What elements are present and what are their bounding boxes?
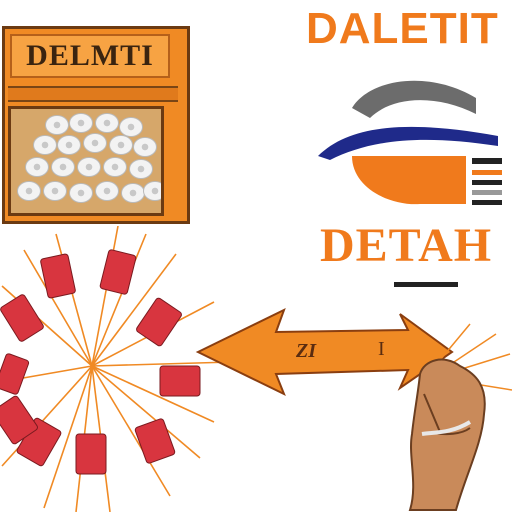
card-icon <box>40 253 76 299</box>
toilet-roll-icon <box>25 157 49 177</box>
arrow-shape <box>195 308 454 397</box>
card-icon <box>75 433 107 475</box>
logo-underline <box>394 282 458 287</box>
card-icon <box>159 365 201 397</box>
toilet-roll-icon <box>83 133 107 153</box>
card-burst <box>0 226 232 512</box>
card-group <box>0 249 201 475</box>
toilet-roll-icon <box>77 157 101 177</box>
toilet-roll-icon <box>69 183 93 203</box>
logo-bar <box>472 200 502 205</box>
logo-top-text: DALETIT <box>306 4 499 53</box>
arrow-label: ZI <box>296 340 316 362</box>
toilet-roll-icon <box>45 115 69 135</box>
logo-bar <box>472 170 502 175</box>
logo-middle-text: DETAH <box>320 219 493 272</box>
card-icon <box>0 294 44 342</box>
card-icon <box>0 353 30 395</box>
store-sign: DELMTI <box>10 34 170 78</box>
logo-grey-swoosh <box>352 80 476 118</box>
card-icon <box>0 395 38 445</box>
logo-bar <box>472 158 502 164</box>
toilet-roll-icon <box>121 183 145 203</box>
toilet-roll-icon <box>143 181 161 201</box>
hand-icon <box>408 323 512 511</box>
toilet-roll-icon <box>129 159 153 179</box>
toilet-roll-icon <box>33 135 57 155</box>
store-window <box>8 106 164 216</box>
logo-blue-swoosh <box>318 126 498 160</box>
logo-orange-shape <box>352 156 466 205</box>
toilet-roll-icon <box>43 181 67 201</box>
toilet-roll-icon <box>17 181 41 201</box>
card-icon <box>134 418 176 464</box>
toilet-roll-icon <box>103 157 127 177</box>
store-sign-text: DELMTI <box>26 39 154 72</box>
toilet-roll-icon <box>119 117 143 137</box>
toilet-roll-icon <box>95 181 119 201</box>
toilet-roll-icon <box>95 113 119 133</box>
toilet-roll-icon <box>51 157 75 177</box>
logo-bar <box>472 180 502 185</box>
logo-bar <box>472 190 502 195</box>
toilet-roll-icon <box>133 137 157 157</box>
hand-pen <box>421 420 472 436</box>
arrow-mark: I <box>378 338 385 360</box>
store-rail <box>8 86 178 102</box>
toilet-roll-icon <box>57 135 81 155</box>
toilet-roll-icon <box>69 113 93 133</box>
logo-emblem <box>318 80 502 205</box>
toilet-roll-icon <box>109 135 133 155</box>
double-arrow-icon <box>195 308 454 397</box>
card-icon <box>99 249 137 295</box>
card-icon <box>136 297 182 347</box>
